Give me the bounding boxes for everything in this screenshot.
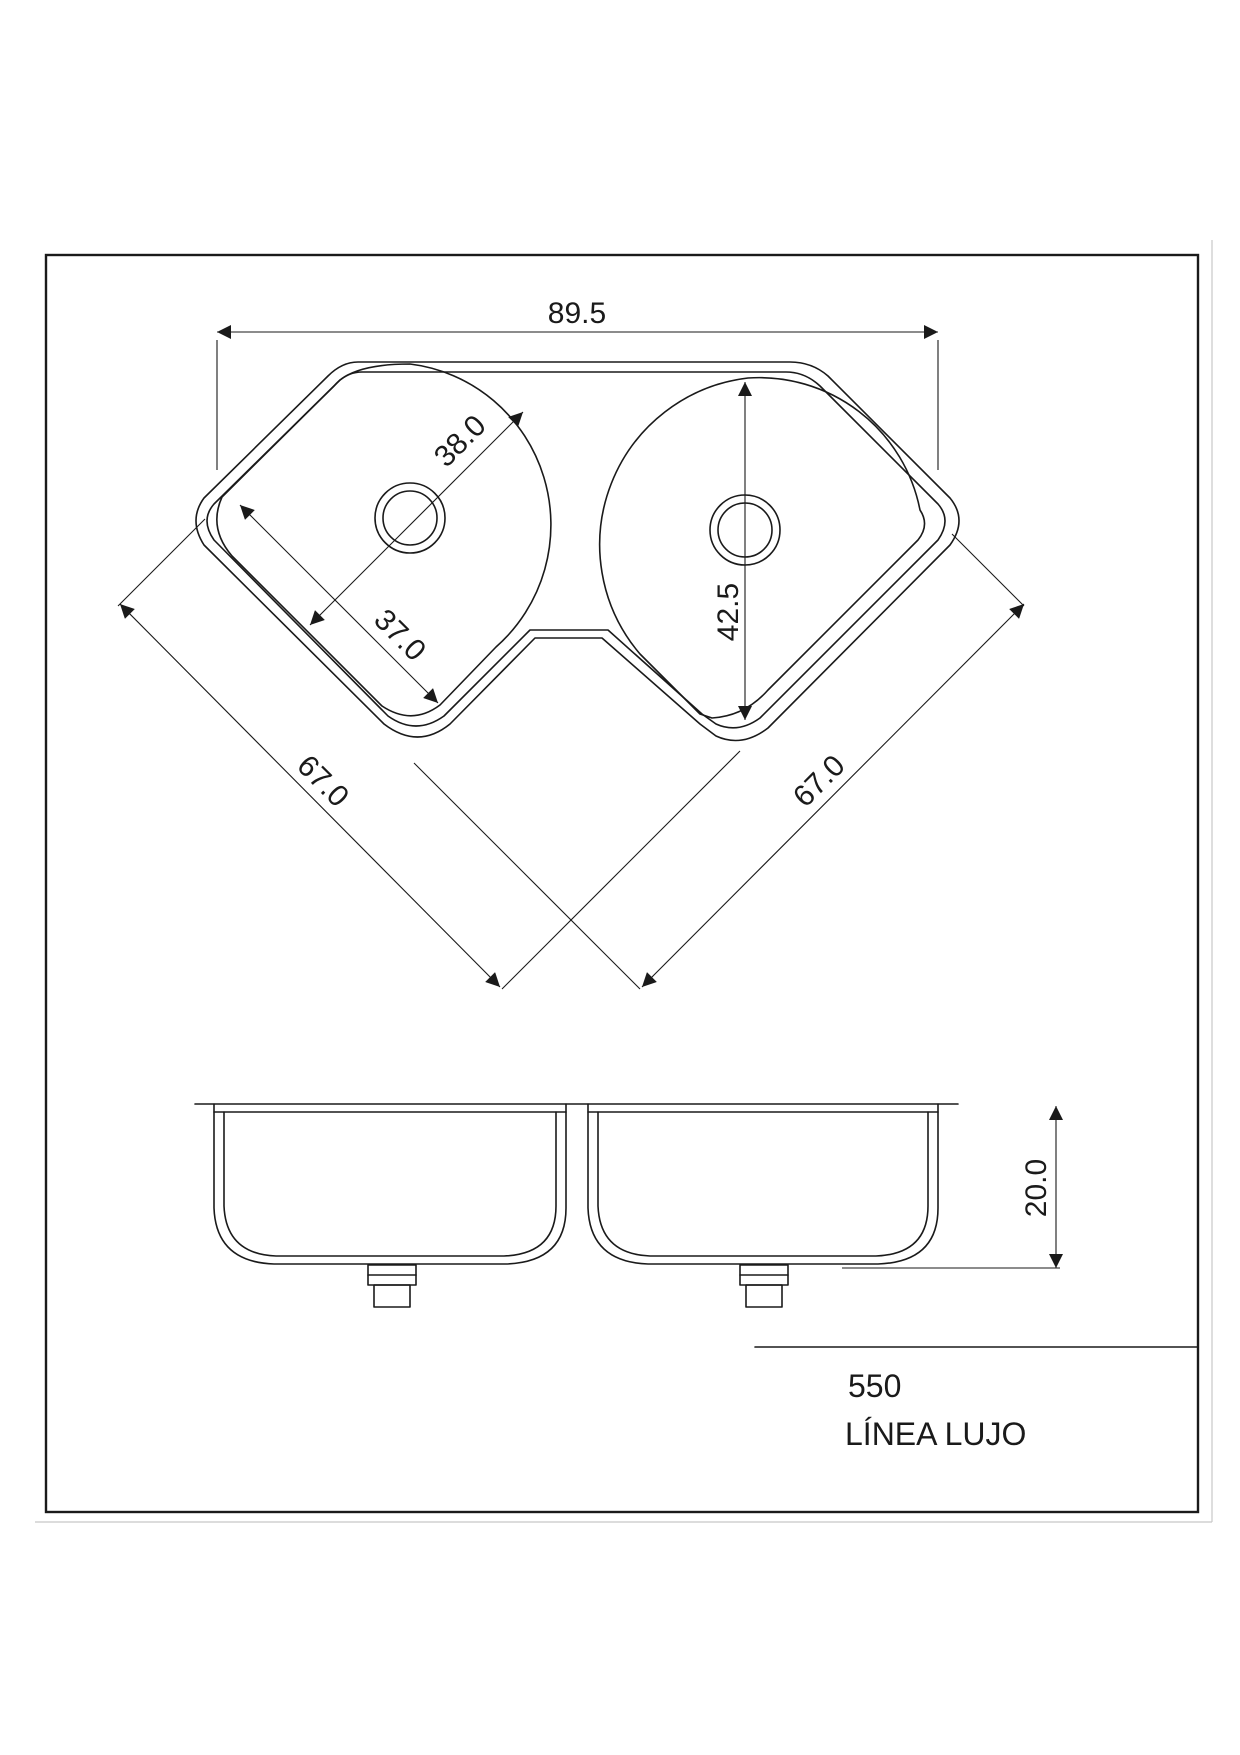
sink-side-view: 20.0 bbox=[194, 1103, 1063, 1308]
dim-right-bowl-diameter-label: 42.5 bbox=[712, 583, 745, 641]
sink-outer-rim bbox=[195, 361, 960, 742]
dim-left-side-label: 67.0 bbox=[290, 749, 355, 814]
left-drain-fitting bbox=[367, 1264, 417, 1308]
sink-top-view: 89.5 38.0 37.0 42.5 67.0 67 bbox=[117, 297, 1025, 990]
drawing-frame bbox=[35, 240, 1213, 1523]
dim-right-side-label: 67.0 bbox=[787, 749, 852, 814]
dim-overall-width-label: 89.5 bbox=[548, 297, 606, 330]
sink-inner-rim bbox=[206, 371, 946, 729]
left-drain bbox=[374, 482, 446, 554]
dim-overall-width: 89.5 bbox=[216, 297, 939, 470]
dim-left-bowl-diameter: 38.0 bbox=[309, 409, 524, 626]
dim-bowl-depth: 20.0 bbox=[842, 1106, 1063, 1269]
left-bowl-outline bbox=[216, 363, 552, 717]
dim-left-bowl-length: 37.0 bbox=[239, 504, 439, 704]
title-block: 550 LÍNEA LUJO bbox=[754, 1346, 1199, 1452]
dim-left-bowl-diameter-label: 38.0 bbox=[428, 409, 493, 474]
dim-left-bowl-length-label: 37.0 bbox=[367, 603, 432, 668]
left-bowl-section bbox=[213, 1103, 567, 1265]
product-line: LÍNEA LUJO bbox=[845, 1416, 1026, 1452]
right-drain-fitting bbox=[739, 1264, 789, 1308]
model-number: 550 bbox=[848, 1368, 901, 1404]
right-bowl-section bbox=[587, 1103, 939, 1265]
dim-left-side: 67.0 bbox=[117, 518, 741, 990]
dim-bowl-depth-label: 20.0 bbox=[1020, 1159, 1053, 1217]
